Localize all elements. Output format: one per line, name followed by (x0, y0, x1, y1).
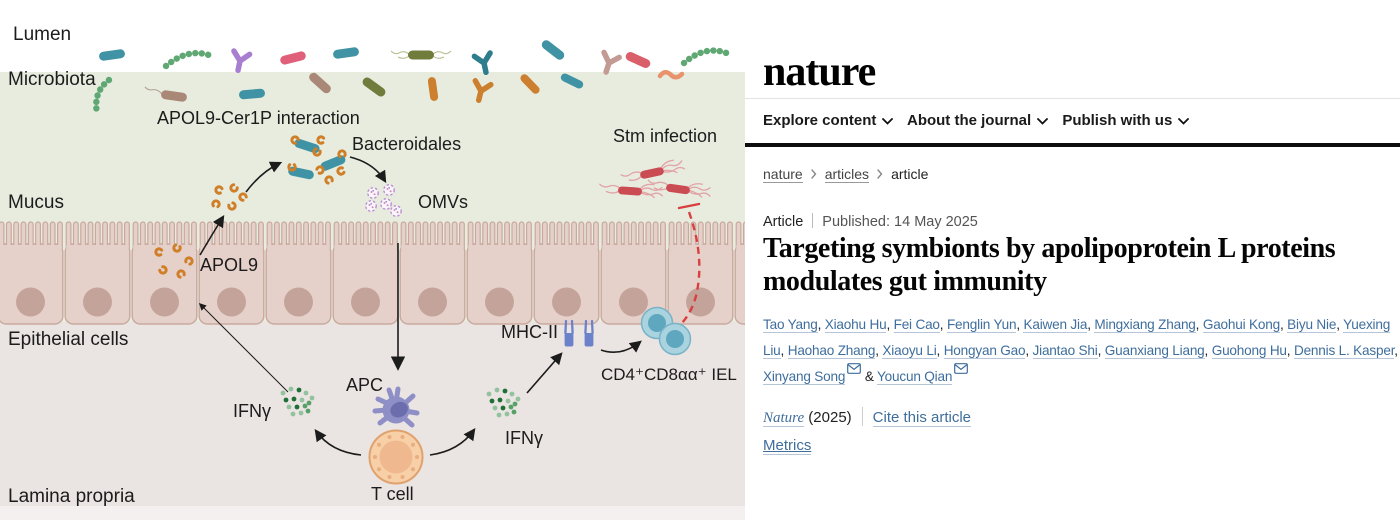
article-title: Targeting symbionts by apolipoprotein L … (763, 233, 1336, 297)
journal-link[interactable]: Nature (763, 410, 805, 427)
breadcrumb: nature articles article (763, 166, 929, 183)
lumen-region (0, 0, 745, 72)
header-divider (745, 98, 1400, 99)
breadcrumb-nature[interactable]: nature (763, 166, 803, 183)
nature-logo[interactable]: nature (763, 49, 876, 95)
label-stm-infection: Stm infection (613, 126, 717, 146)
chevron-down-icon (882, 118, 894, 125)
label-bacteroidales: Bacteroidales (352, 134, 461, 154)
label-apol9-cer1p: APOL9-Cer1P interaction (157, 108, 360, 128)
metrics-link[interactable]: Metrics (763, 437, 812, 455)
bottom-strip (0, 506, 745, 520)
figure-gut-immunity: Lumen Microbiota Mucus Epithelial cells … (0, 0, 801, 520)
cite-this-article-link[interactable]: Cite this article (872, 409, 972, 427)
label-apol9: APOL9 (200, 255, 258, 275)
chevron-down-icon (1037, 118, 1049, 125)
article-meta: Article Published: 14 May 2025 (763, 211, 978, 230)
published-date: Published: 14 May 2025 (822, 214, 978, 230)
author-link[interactable]: Xiaoyu Li (882, 343, 937, 359)
nav-explore-content[interactable]: Explore content (763, 112, 894, 129)
author-link[interactable]: Tao Yang (763, 317, 818, 333)
article-pane: nature Explore content About the journal… (745, 0, 1400, 520)
nav-publish-with-us[interactable]: Publish with us (1062, 112, 1190, 129)
author-link[interactable]: Biyu Nie (1287, 317, 1337, 333)
label-lamina-propria: Lamina propria (8, 486, 135, 507)
author-link[interactable]: Xiaohu Hu (824, 317, 887, 333)
label-omvs: OMVs (418, 192, 468, 212)
nav-about-journal[interactable]: About the journal (907, 112, 1049, 129)
author-link[interactable]: Haohao Zhang (787, 343, 876, 359)
citation-line: Nature (2025) Cite this article (763, 403, 972, 427)
label-epithelial-cells: Epithelial cells (8, 329, 128, 350)
author-link[interactable]: Guanxiang Liang (1104, 343, 1205, 359)
author-link[interactable]: Hongyan Gao (943, 343, 1026, 359)
label-apc: APC (346, 375, 383, 395)
apc-cell (372, 386, 420, 428)
author-link[interactable]: Jiantao Shi (1032, 343, 1098, 359)
chevron-down-icon (1178, 118, 1190, 125)
author-link[interactable]: Youcun Qian (877, 369, 953, 385)
author-link[interactable]: Guohong Hu (1211, 343, 1287, 359)
epithelial-cell-row (0, 221, 801, 325)
figure-svg: Lumen Microbiota Mucus Epithelial cells … (0, 0, 801, 520)
cite-divider (861, 407, 863, 426)
inhibition-dashed-line (675, 202, 701, 330)
author-link[interactable]: Fenglin Yun (946, 317, 1017, 333)
label-mucus: Mucus (8, 192, 64, 213)
iel-cell (640, 306, 692, 356)
article-type: Article (763, 214, 804, 230)
microbiota-bacteria (93, 38, 733, 117)
breadcrumb-article: article (891, 166, 929, 182)
email-icon[interactable] (847, 363, 862, 374)
label-ifng-right: IFNγ (505, 428, 543, 448)
label-mhc2: MHC-II (501, 322, 558, 342)
author-list: Tao Yang, Xiaohu Hu, Fei Cao, Fenglin Yu… (763, 317, 1398, 385)
author-link[interactable]: Kaiwen Jia (1023, 317, 1088, 333)
breadcrumb-articles[interactable]: articles (824, 166, 870, 183)
author-link[interactable]: Yuexing Liu (763, 317, 1391, 359)
chevron-right-icon (877, 169, 883, 179)
arrows (198, 156, 642, 456)
author-link[interactable]: Xinyang Song (763, 369, 846, 385)
chevron-right-icon (811, 169, 817, 179)
author-link[interactable]: Fei Cao (893, 317, 940, 333)
lamina-propria-region (0, 322, 745, 506)
site-nav: Explore content About the journal Publis… (763, 112, 1199, 129)
label-lumen: Lumen (13, 24, 71, 45)
label-ifng-left: IFNγ (233, 401, 271, 421)
author-link[interactable]: Gaohui Kong (1202, 317, 1280, 333)
journal-year: (2025) (808, 409, 852, 426)
label-microbiota: Microbiota (8, 69, 96, 90)
author-link[interactable]: Mingxiang Zhang (1094, 317, 1196, 333)
author-link[interactable]: Dennis L. Kasper (1293, 343, 1395, 359)
label-t-cell: T cell (371, 484, 414, 504)
meta-divider (812, 213, 814, 228)
label-iel: CD4⁺CD8αα⁺ IEL (601, 365, 737, 384)
header-black-bar (745, 143, 1400, 147)
t-cell (368, 429, 424, 485)
email-icon[interactable] (954, 363, 969, 374)
